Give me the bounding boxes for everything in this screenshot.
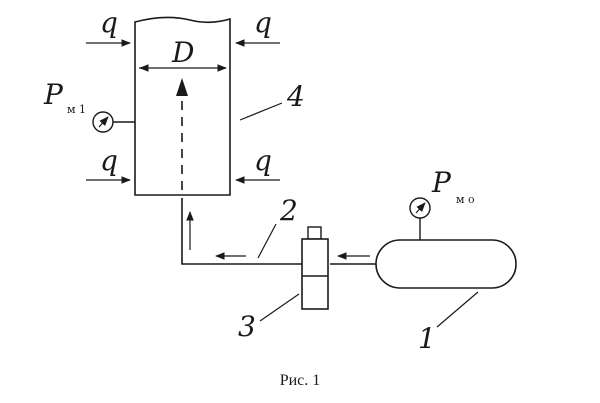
pressure-gauge-0-icon [409, 197, 431, 240]
figure-caption: Рис. 1 [280, 372, 321, 389]
column-4 [134, 16, 231, 196]
load-label-top-right: q [254, 6, 272, 39]
gauge-0-pressure-symbol: P [431, 166, 452, 199]
central-up-arrowhead [176, 78, 188, 96]
leader-2 [257, 223, 277, 259]
diameter-label: D [171, 36, 194, 69]
part-label-4: 4 [286, 80, 305, 113]
load-label-top-left: q [100, 6, 118, 39]
gauge-0-subscript: м о [456, 193, 475, 206]
leader-3 [259, 293, 300, 322]
gauge-1-pressure-symbol: P [43, 78, 64, 111]
part-label-3: 3 [238, 310, 256, 343]
cylinder-1 [375, 239, 517, 289]
pressure-gauge-1-icon [92, 111, 135, 133]
gauge-1-subscript: м 1 [67, 103, 86, 116]
part-label-1: 1 [418, 322, 436, 355]
load-label-bottom-right: q [254, 144, 272, 177]
leader-4 [239, 102, 283, 121]
leader-1 [436, 291, 479, 328]
valve-3 [301, 226, 329, 310]
load-arrows [86, 39, 280, 184]
part-label-2: 2 [279, 194, 298, 227]
pipeline-2 [181, 198, 376, 265]
load-label-bottom-left: q [100, 144, 118, 177]
